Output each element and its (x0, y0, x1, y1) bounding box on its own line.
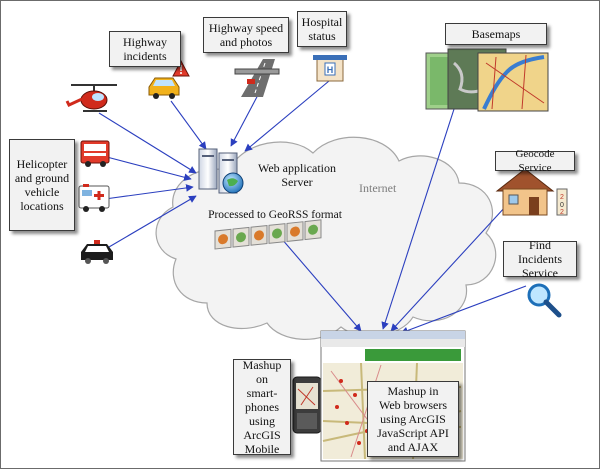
mashup-browsers-box: Mashup in Web browsers using ArcGIS Java… (367, 381, 459, 457)
house-icon: 2 0 2 (495, 168, 568, 216)
helicopter-icon (65, 84, 117, 112)
basemap-thumbnails-icon (425, 48, 549, 112)
svg-text:H: H (327, 65, 334, 75)
geocode-service-box: Geocode Service (495, 148, 575, 174)
georss-label: Processed to GeoRSS format (208, 209, 342, 221)
internet-label: Internet (359, 181, 397, 195)
mashup-phones-box: Mashup on smart- phones using ArcGIS Mob… (233, 358, 291, 456)
web-application-server-label: Web application Server (257, 161, 336, 189)
basemaps-box: Basemaps (445, 23, 547, 45)
svg-text:2: 2 (560, 209, 564, 216)
highway-speed-box: Highway speed and photos (203, 17, 289, 53)
fire-truck-icon (80, 140, 110, 167)
alert-triangle-icon (172, 59, 190, 77)
find-incidents-box: Find Incidents Service (503, 238, 577, 280)
highway-incidents-box: Highway incidents (109, 31, 181, 67)
hospital-icon: H (313, 55, 347, 82)
vehicle-locations-box: Helicopter and ground vehicle locations (9, 139, 75, 231)
globe-icon (222, 172, 244, 194)
taxi-car-icon (148, 77, 180, 99)
svg-text:2: 2 (560, 194, 564, 201)
police-car-icon (81, 240, 113, 264)
ambulance-icon (78, 184, 110, 212)
connection-arrows (98, 80, 527, 335)
hospital-status-box: Hospital status (297, 11, 347, 47)
magnifier-icon (527, 283, 562, 318)
svg-text:0: 0 (560, 202, 564, 209)
highway-road-icon (234, 59, 280, 97)
rss-feed-icon (214, 219, 322, 250)
smartphone-icon (292, 376, 322, 434)
